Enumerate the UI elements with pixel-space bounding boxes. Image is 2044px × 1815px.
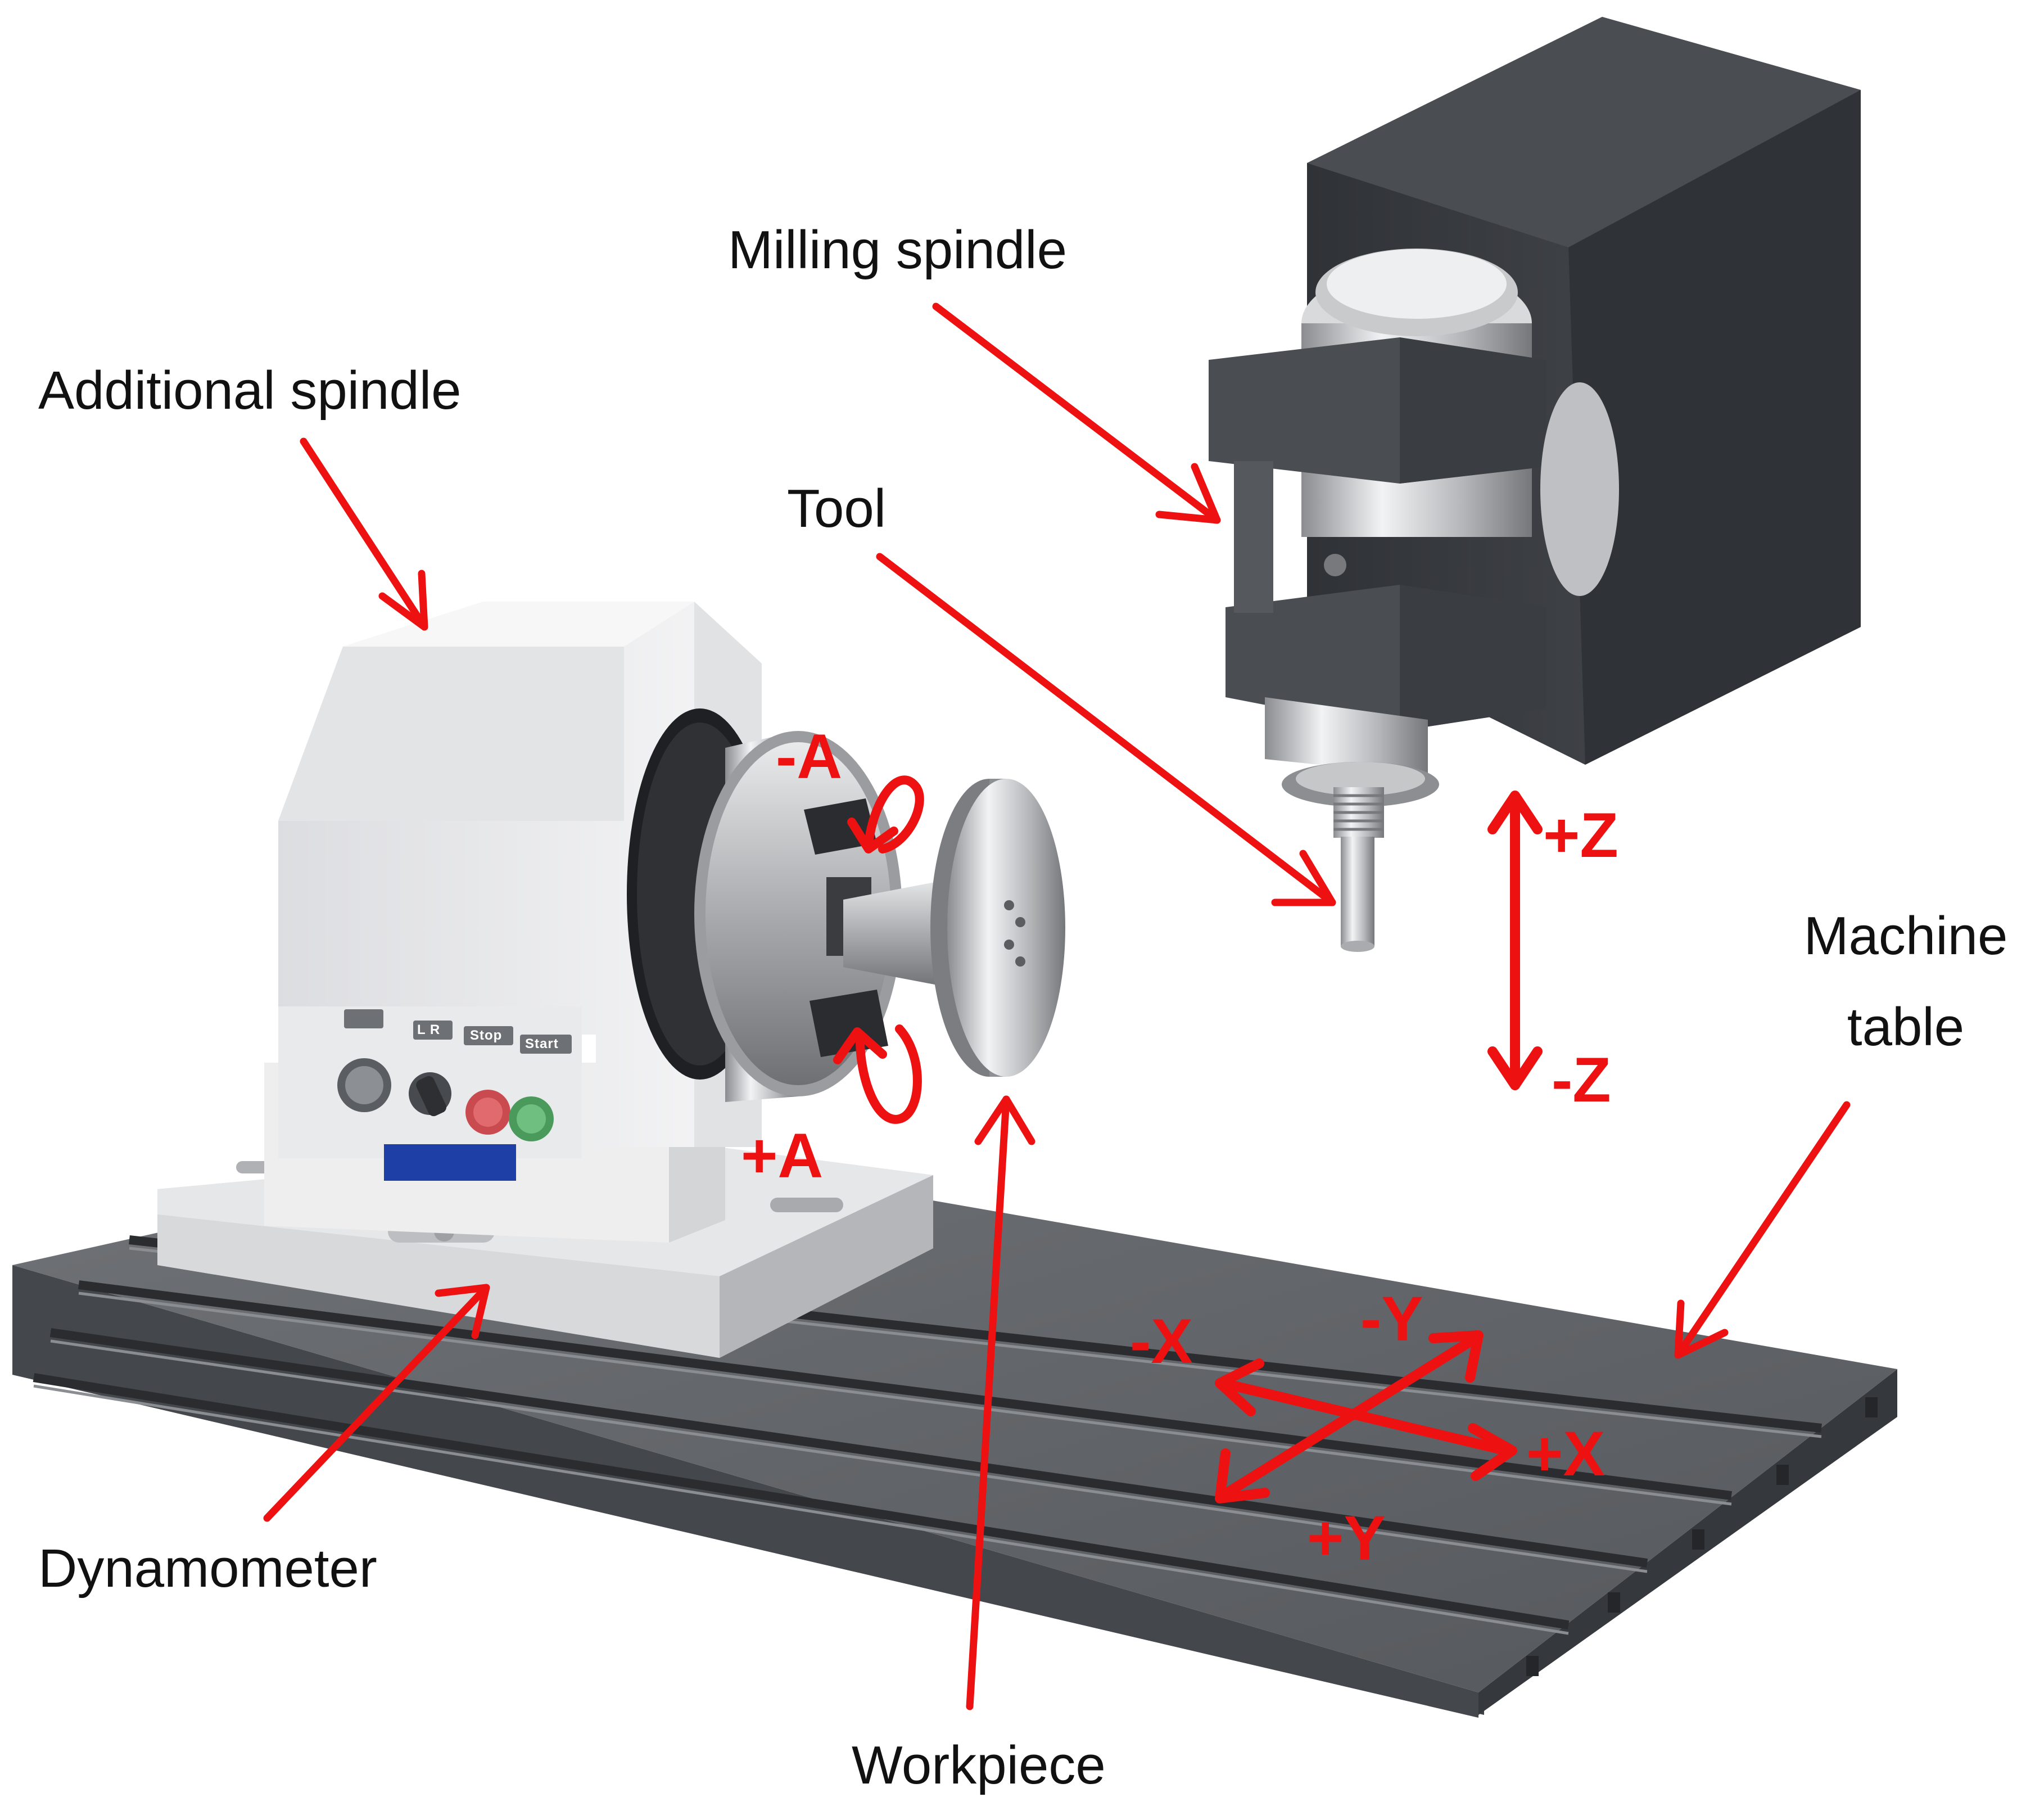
axis-label-plus-x: +X <box>1526 1419 1606 1489</box>
annotation-arrows <box>263 302 1851 1710</box>
control-lr-label: L R <box>417 1022 441 1037</box>
table-right-side <box>1478 1369 1897 1715</box>
arrow-x-axis <box>1215 1358 1517 1481</box>
t-slot-highlights <box>33 1247 1822 1635</box>
arrow-a-rotation-top <box>847 775 924 854</box>
axis-label-plus-y: +Y <box>1307 1503 1386 1573</box>
axis-label-minus-z: -Z <box>1552 1045 1611 1115</box>
axis-label-plus-a: +A <box>741 1121 824 1191</box>
workpiece-disc <box>930 779 1065 1077</box>
arrow-workpiece <box>966 1095 1035 1710</box>
arrow-z-axis <box>1487 791 1543 1090</box>
label-machine-table-line2: table <box>1847 997 1965 1058</box>
control-stop-label: Stop <box>470 1028 503 1043</box>
axis-label-minus-y: -Y <box>1360 1284 1423 1354</box>
control-start-label: Start <box>525 1036 559 1051</box>
label-machine-table: Machine table <box>1776 905 2035 1059</box>
label-machine-table-line1: Machine <box>1803 906 2008 966</box>
axis-label-minus-x: -X <box>1130 1306 1193 1376</box>
arrow-additional-spindle <box>300 437 428 631</box>
arrow-machine-table <box>1674 1101 1851 1359</box>
label-workpiece: Workpiece <box>852 1735 1106 1795</box>
axis-label-plus-z: +Z <box>1543 800 1618 870</box>
milling-spindle <box>1209 17 1861 952</box>
arrow-milling-spindle <box>932 302 1221 524</box>
arrow-a-rotation-bottom <box>833 1024 922 1124</box>
display-panel <box>384 1144 516 1181</box>
arrow-tool <box>876 553 1336 906</box>
label-tool: Tool <box>787 478 887 539</box>
label-additional-spindle: Additional spindle <box>38 360 462 421</box>
tool-shank <box>1341 837 1374 946</box>
arrow-y-axis <box>1215 1330 1484 1504</box>
arrow-dynamometer <box>263 1284 490 1522</box>
label-milling-spindle: Milling spindle <box>728 220 1067 280</box>
label-dynamometer: Dynamometer <box>38 1538 377 1599</box>
axis-label-minus-a: -A <box>776 721 843 792</box>
